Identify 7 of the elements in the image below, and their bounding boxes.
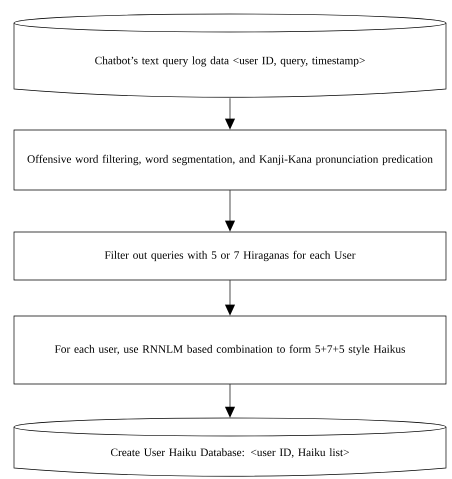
process-box: Offensive word filtering, word segmentation, and Kanji-Kana pronunciation predication	[14, 130, 446, 190]
process-box: For each user, use RNNLM based combination to form 5+7+5 style Haikus	[14, 316, 446, 384]
node-label: Create User Haiku Database: <user ID, Haiku list>	[110, 448, 349, 458]
database-cylinder: Chatbot’s text query log data <user ID, query, timestamp>	[14, 14, 446, 98]
process-box: Filter out queries with 5 or 7 Hiraganas for each User	[14, 232, 446, 280]
node-label: Chatbot’s text query log data <user ID, query, timestamp>	[95, 56, 365, 67]
database-cylinder: Create User Haiku Database: <user ID, Haiku list>	[14, 418, 446, 477]
